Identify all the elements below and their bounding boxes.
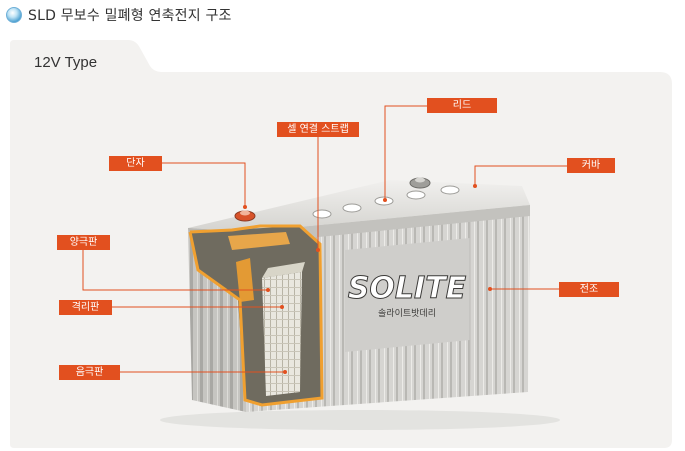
callout-lid: 리드 (427, 98, 497, 113)
callout-negative-plate: 음극판 (59, 365, 120, 380)
callout-positive-plate: 양극판 (57, 235, 110, 250)
panel-tab-label: 12V Type (34, 54, 98, 71)
brand-logo: SOLITE (348, 271, 467, 306)
brand-sub-logo: 솔라이트밧데리 (378, 308, 436, 319)
callout-cover: 커바 (567, 158, 615, 173)
callout-terminal: 단자 (109, 156, 162, 171)
floor-shadow (160, 410, 560, 430)
plate-stack (262, 272, 302, 396)
leader-lines (82, 105, 567, 373)
page-header: SLD 무보수 밀폐형 연축전지 구조 (6, 4, 232, 26)
bullet-sphere-icon (6, 7, 22, 23)
leader-dots (243, 184, 492, 374)
logo-panel (345, 238, 470, 352)
callout-container: 전조 (559, 282, 619, 297)
callout-cell-strap: 셀 연결 스트랩 (277, 122, 359, 137)
callout-separator: 격리판 (59, 300, 112, 315)
page-title: SLD 무보수 밀폐형 연축전지 구조 (28, 8, 232, 24)
cell-strap (228, 232, 290, 250)
